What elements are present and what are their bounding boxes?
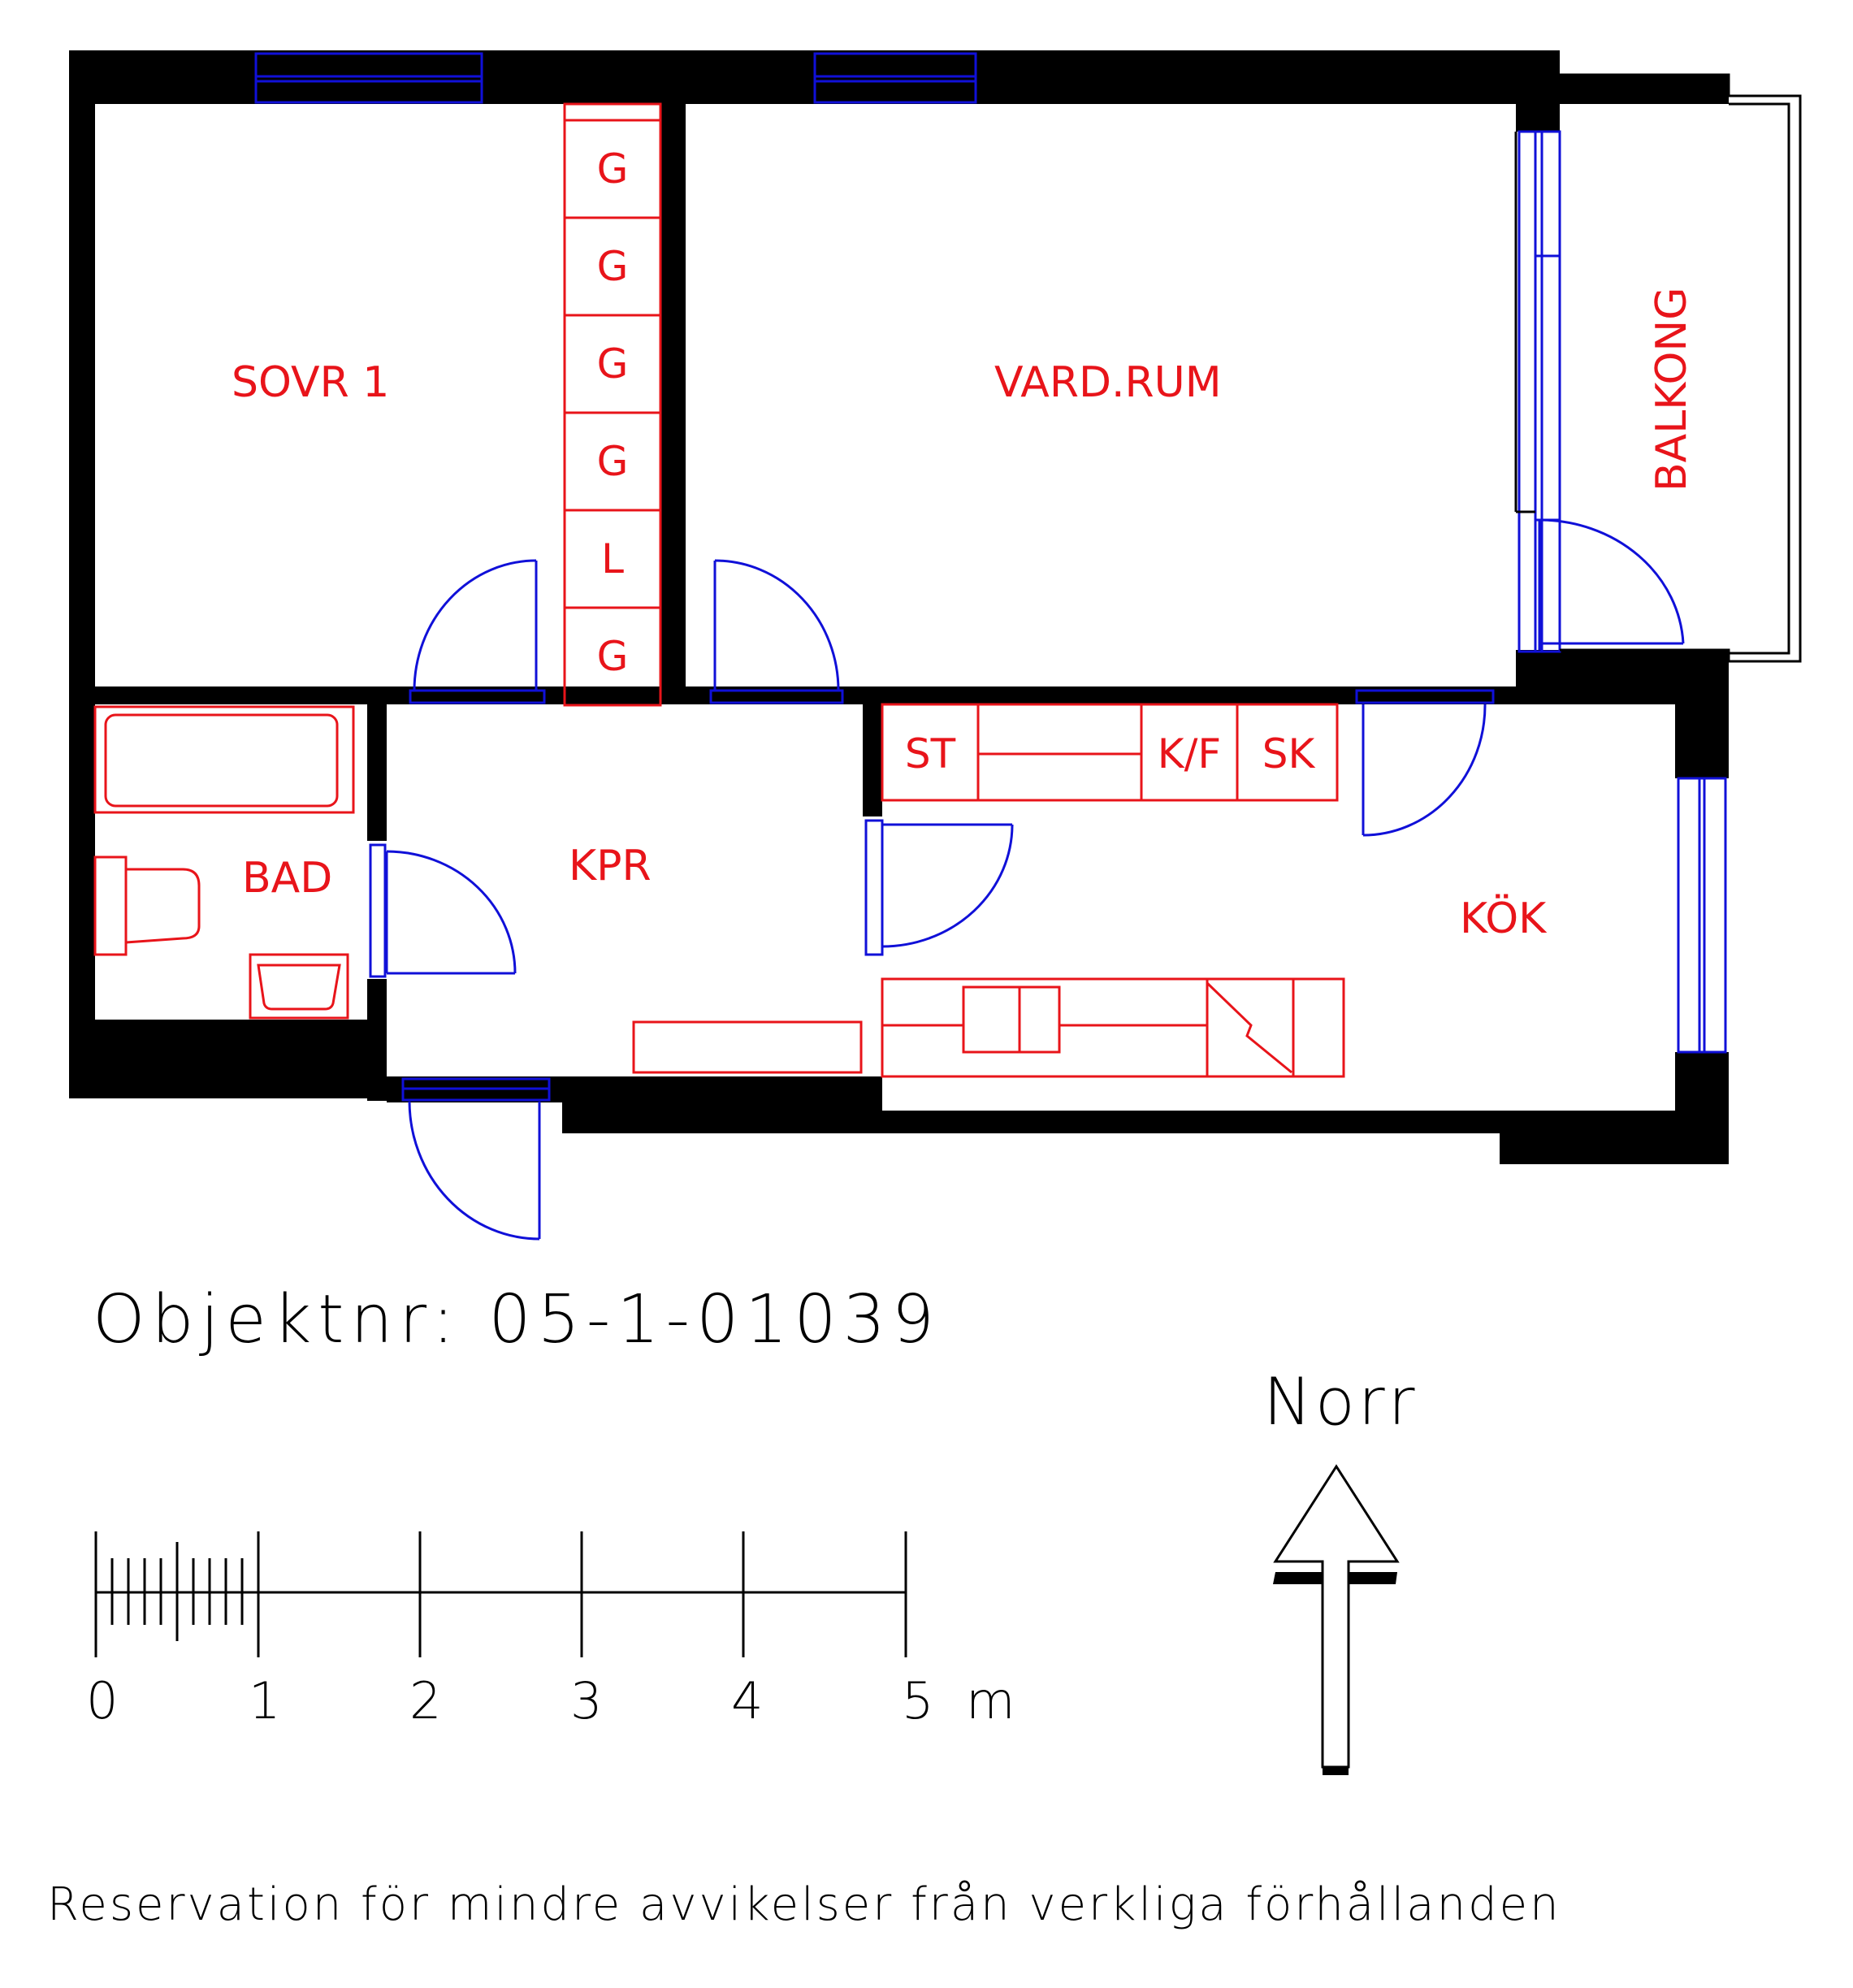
north-arrow: Norr bbox=[1263, 1364, 1418, 1775]
room-bad-label: BAD bbox=[242, 854, 332, 903]
room-kpr-label: KPR bbox=[569, 842, 652, 890]
closet-label: G bbox=[597, 438, 629, 485]
closet-label: G bbox=[597, 243, 629, 290]
closet-label: G bbox=[597, 145, 629, 193]
room-sovr-label: SOVR 1 bbox=[232, 358, 389, 407]
kitchen-unit-labels: ST K/F SK bbox=[905, 730, 1316, 777]
scale-tick-label: 0 bbox=[86, 1671, 118, 1730]
scale-tick-label: 5 m bbox=[902, 1671, 1024, 1730]
object-number: Objektnr: 05-1-01039 bbox=[93, 1281, 941, 1358]
room-floors bbox=[95, 104, 1675, 1111]
scale-tick-label: 4 bbox=[731, 1671, 763, 1730]
closet-label: G bbox=[597, 633, 629, 680]
kitchen-unit-kf-label: K/F bbox=[1158, 730, 1221, 777]
scale-bar: 0 1 2 3 4 5 m bbox=[86, 1531, 1024, 1730]
room-labels: SOVR 1 VARD.RUM BALKONG BAD KPR KÖK bbox=[232, 287, 1696, 943]
closet-labels: G G G G L G bbox=[597, 145, 629, 680]
kitchen-unit-st-label: ST bbox=[905, 730, 956, 777]
scale-tick-label: 2 bbox=[409, 1671, 441, 1730]
kitchen-unit-sk-label: SK bbox=[1262, 730, 1316, 777]
disclaimer-text: Reservation för mindre avvikelser från v… bbox=[47, 1878, 1561, 1931]
closet-label: G bbox=[597, 340, 629, 388]
north-label: Norr bbox=[1263, 1364, 1418, 1440]
scale-tick-label: 3 bbox=[570, 1671, 602, 1730]
scale-tick-label: 1 bbox=[249, 1671, 280, 1730]
fixtures bbox=[93, 102, 1345, 1078]
windows bbox=[254, 52, 1727, 1054]
doors bbox=[369, 518, 1685, 1241]
closet-label: L bbox=[601, 535, 624, 583]
room-vardrum-label: VARD.RUM bbox=[994, 358, 1222, 407]
balcony bbox=[1514, 73, 1802, 663]
room-kok-label: KÖK bbox=[1460, 894, 1548, 943]
room-balkong-label: BALKONG bbox=[1647, 287, 1696, 492]
